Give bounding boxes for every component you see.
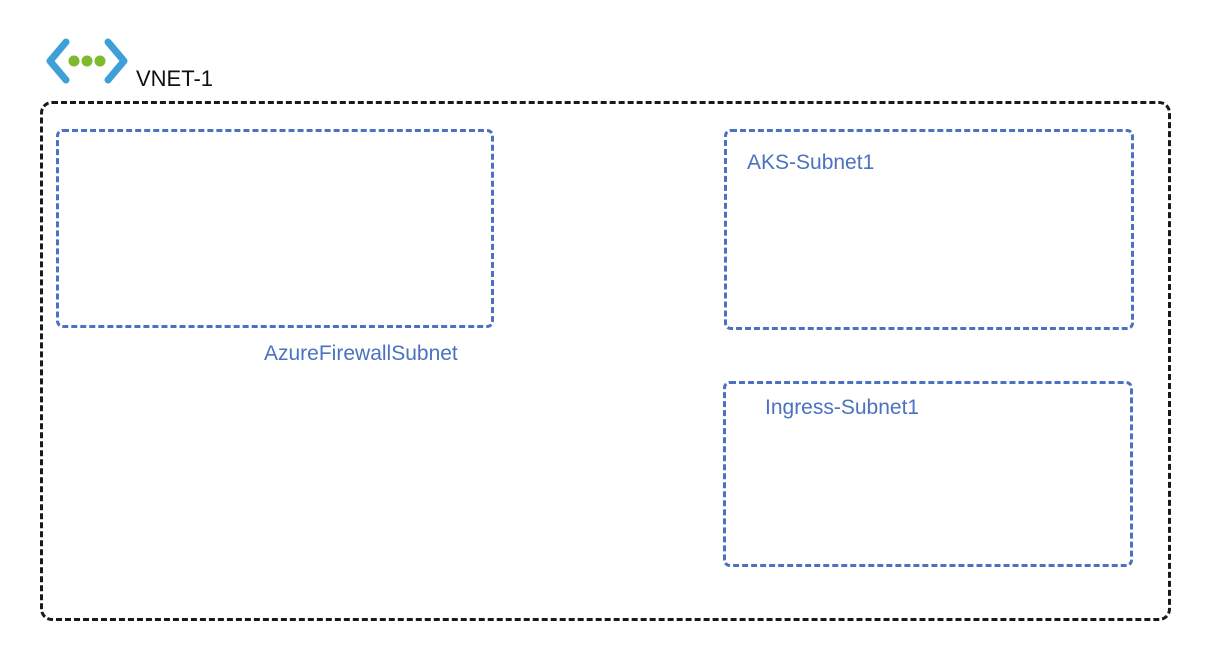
ingress-subnet-label: Ingress-Subnet1 [765,396,920,419]
virtual-network-icon [46,38,128,84]
aks-subnet-label: AKS-Subnet1 [747,151,875,174]
vnet-label: VNET-1 [136,66,214,91]
firewall-subnet-label: AzureFirewallSubnet [264,342,458,365]
ingress-subnet-box [723,381,1133,567]
firewall-subnet-box [56,129,494,328]
aks-subnet-box [724,129,1134,330]
vnet-boundary [40,101,1171,621]
